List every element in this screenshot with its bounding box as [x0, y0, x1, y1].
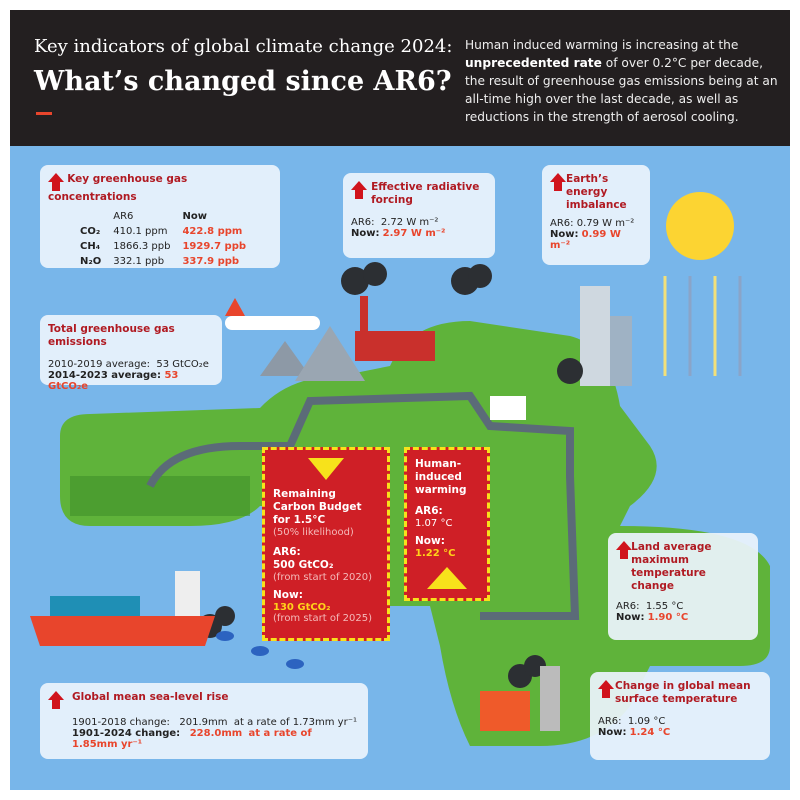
truck	[490, 396, 526, 420]
land-max-temp-card: Land average maximum temperature change …	[608, 533, 758, 640]
decrease-arrow-icon	[308, 458, 344, 480]
mountain	[260, 341, 310, 376]
intro-text: Human induced warming is increasing at t…	[465, 38, 778, 124]
factory-chimney	[360, 296, 368, 346]
increase-arrow-icon	[616, 541, 633, 559]
road	[146, 391, 580, 620]
sea-level-card: Global mean sea-level rise 1901-2018 cha…	[40, 683, 368, 759]
surface-temp-card: Change in global mean surface temperatur…	[590, 672, 770, 760]
title-accent-dash	[36, 112, 52, 115]
sun-icon	[666, 192, 734, 260]
cargo-ship	[30, 571, 215, 646]
airplane	[225, 298, 320, 330]
emissions-card: Total greenhouse gas emissions 2010-2019…	[40, 315, 222, 392]
increase-arrow-icon	[550, 173, 567, 191]
title-line1: Key indicators of global climate change …	[34, 36, 453, 57]
fish	[216, 631, 304, 669]
carbon-budget-card: Remaining Carbon Budget for 1.5°C (50% l…	[262, 447, 390, 641]
city-buildings	[580, 286, 610, 386]
header-banner: Key indicators of global climate change …	[10, 10, 790, 146]
coastal-factory	[480, 666, 560, 731]
radiation-arrows	[663, 276, 742, 376]
increase-arrow-icon	[351, 181, 368, 199]
increase-arrow-icon	[48, 173, 64, 191]
factory	[355, 331, 435, 361]
card-title: Key greenhouse gas concentrations	[48, 173, 188, 203]
energy-imbalance-card: Earth’s energy imbalance AR6: 0.79 W m⁻²…	[542, 165, 650, 265]
radiative-forcing-card: Effective radiative forcing AR6: 2.72 W …	[343, 173, 495, 258]
smoke-clouds	[198, 262, 583, 688]
human-warming-card: Human-induced warming AR6: 1.07 °C Now: …	[404, 447, 490, 601]
increase-arrow-icon	[598, 680, 614, 698]
increase-arrow-icon	[427, 567, 467, 589]
increase-arrow-icon	[48, 691, 64, 709]
card-title: Total greenhouse gas emissions	[48, 323, 175, 348]
page-title: What’s changed since AR6?	[34, 66, 452, 97]
